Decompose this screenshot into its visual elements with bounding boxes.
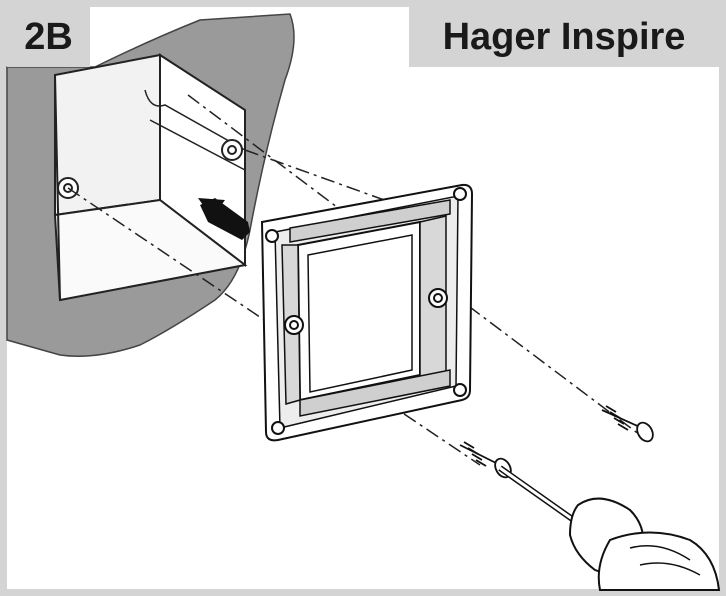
insert-arrow-icon [198,198,250,240]
fixing-screw-icon [601,405,654,443]
step-badge: 2B [7,7,90,67]
product-title: Hager Inspire [409,7,719,67]
faceplate-frame [260,183,474,442]
screwdriver-icon [498,465,721,591]
wall-box [53,53,248,302]
